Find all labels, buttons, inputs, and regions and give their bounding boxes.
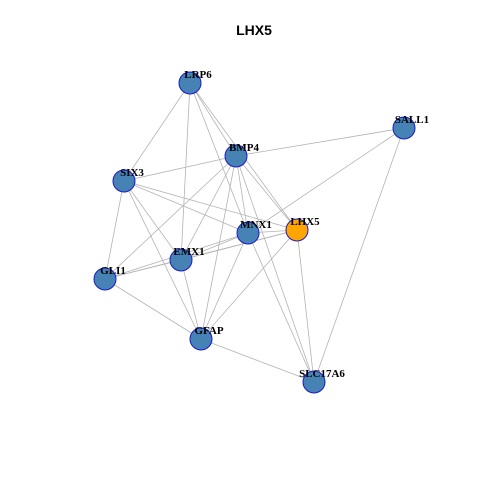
- edge-lrp6-emx1: [180, 82, 191, 261]
- node-lhx5: LHX5: [285, 216, 320, 242]
- edge-bmp4-mnx1: [235, 155, 249, 234]
- node-circle-bmp4: [224, 144, 248, 168]
- edge-lrp6-mnx1: [189, 82, 249, 234]
- edge-bmp4-lhx5: [235, 155, 298, 231]
- node-six3: SIX3: [112, 167, 144, 193]
- node-circle-sall1: [392, 116, 416, 140]
- node-circle-lrp6: [178, 71, 202, 95]
- edge-bmp4-emx1: [180, 155, 237, 261]
- node-circle-lhx5: [285, 218, 309, 242]
- edge-six3-mnx1: [123, 180, 249, 234]
- edge-layer: [104, 82, 405, 383]
- node-lrp6: LRP6: [178, 69, 212, 95]
- edge-six3-gli1: [104, 180, 125, 280]
- edge-emx1-gli1: [104, 259, 182, 280]
- node-circle-emx1: [169, 248, 193, 272]
- edge-bmp4-gfap: [200, 155, 237, 340]
- node-label-mnx1: MNX1: [240, 219, 272, 231]
- edge-mnx1-slc17a6: [247, 232, 315, 383]
- edge-bmp4-slc17a6: [235, 155, 315, 383]
- node-circle-gli1: [93, 267, 117, 291]
- edge-gli1-gfap: [104, 278, 202, 340]
- edge-sall1-slc17a6: [313, 127, 405, 383]
- edge-lhx5-gfap: [200, 229, 298, 340]
- edge-sall1-bmp4: [235, 127, 405, 157]
- node-label-six3: SIX3: [120, 167, 144, 179]
- edge-mnx1-emx1: [180, 232, 249, 261]
- edge-six3-lhx5: [123, 180, 298, 231]
- node-label-gli1: GLI1: [100, 265, 126, 277]
- node-sall1: SALL1: [392, 114, 429, 140]
- node-emx1: EMX1: [169, 246, 205, 272]
- node-gfap: GFAP: [189, 325, 224, 351]
- node-gli1: GLI1: [93, 265, 126, 291]
- node-label-sall1: SALL1: [395, 114, 429, 126]
- node-circle-slc17a6: [302, 370, 326, 394]
- edge-six3-gfap: [123, 180, 202, 340]
- edge-emx1-gfap: [180, 259, 202, 340]
- edge-lrp6-six3: [123, 82, 191, 182]
- node-circle-mnx1: [236, 221, 260, 245]
- diagram-title: LHX5: [236, 22, 272, 38]
- node-slc17a6: SLC17A6: [299, 368, 345, 394]
- edge-bmp4-gli1: [104, 155, 237, 280]
- edge-lrp6-bmp4: [189, 82, 237, 157]
- node-label-bmp4: BMP4: [229, 142, 259, 154]
- edge-gfap-slc17a6: [200, 338, 315, 383]
- node-label-lrp6: LRP6: [184, 69, 212, 81]
- edge-bmp4-six3: [123, 155, 237, 182]
- edge-sall1-mnx1: [247, 127, 405, 234]
- node-label-emx1: EMX1: [173, 246, 204, 258]
- node-label-lhx5: LHX5: [290, 216, 320, 228]
- node-bmp4: BMP4: [224, 142, 259, 168]
- node-circle-six3: [112, 169, 136, 193]
- node-circle-gfap: [189, 327, 213, 351]
- edge-mnx1-gfap: [200, 232, 249, 340]
- node-label-slc17a6: SLC17A6: [299, 368, 345, 380]
- edge-lhx5-slc17a6: [296, 229, 315, 383]
- node-label-gfap: GFAP: [194, 325, 223, 337]
- node-mnx1: MNX1: [236, 219, 272, 245]
- edge-six3-emx1: [123, 180, 182, 261]
